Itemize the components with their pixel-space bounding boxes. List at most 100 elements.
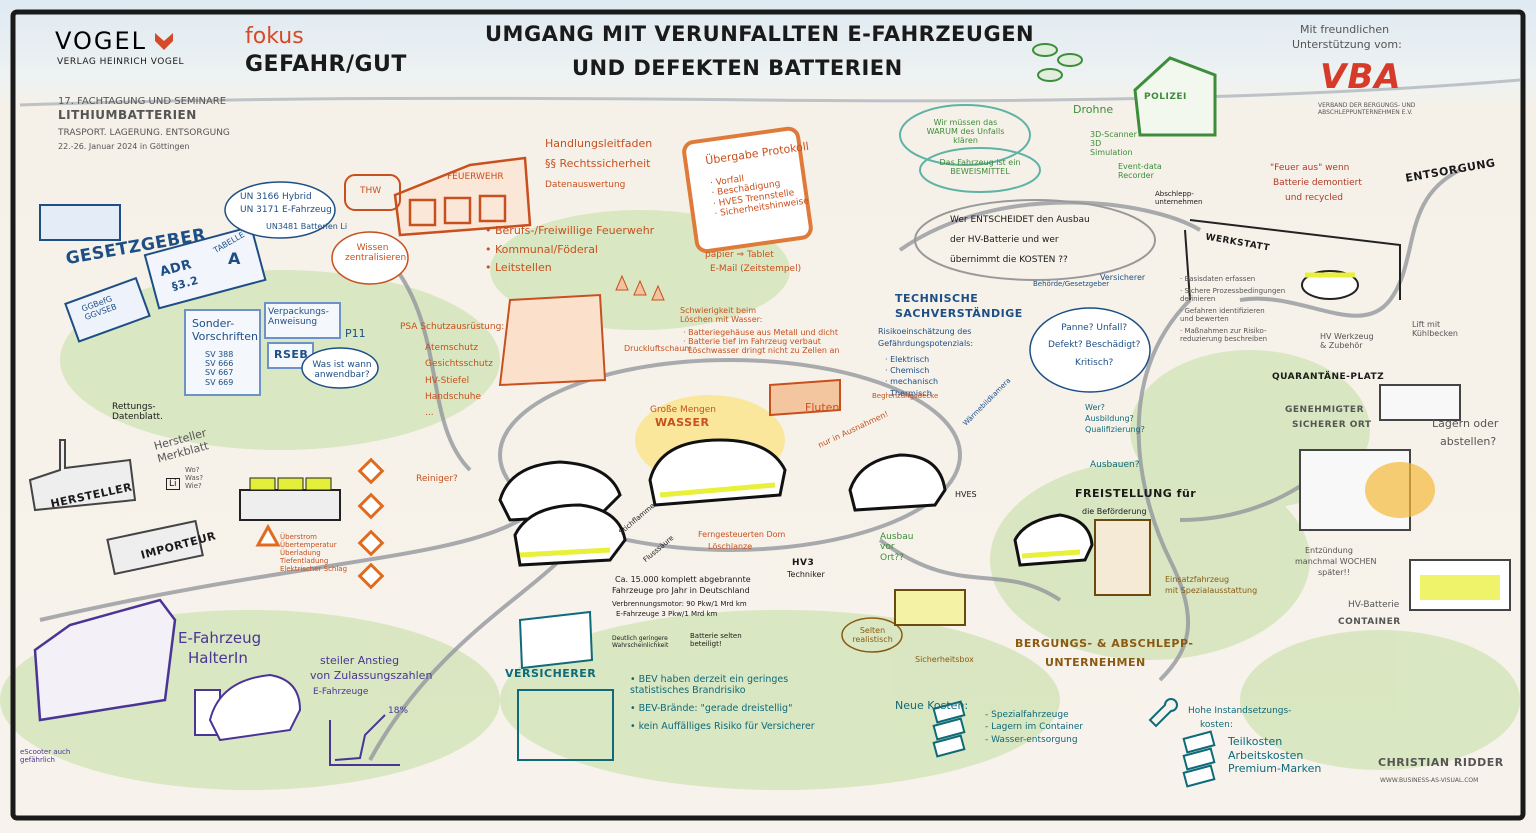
factory-icon — [28, 439, 137, 512]
flood-container-icon — [769, 378, 841, 417]
deutlich-geringer: Deutlich geringere Wahrscheinlichkeit — [612, 635, 669, 649]
police-station-icon — [1133, 56, 1217, 137]
halter-title-1: E-Fahrzeug — [178, 629, 262, 647]
ev-car-icon — [208, 673, 302, 742]
anstieg-line2: von Zulassungszahlen — [310, 669, 433, 682]
page-title-line1: UMGANG MIT VERUNFALLTEN E-FAHRZEUGEN — [485, 22, 1035, 46]
fire-truck-icon — [498, 293, 607, 387]
feuer-aus-line3: und recycled — [1285, 193, 1343, 203]
feuer-aus-line2: Batterie demontiert — [1273, 178, 1362, 188]
reiniger-question: Reiniger? — [416, 474, 458, 484]
sicherer-ort-1: GENEHMIGTER — [1285, 405, 1364, 415]
law-book-icon — [64, 276, 151, 343]
artist-credit: CHRISTIAN RIDDER — [1378, 756, 1504, 769]
artist-url[interactable]: WWW.BUSINESS-AS-VISUAL.COM — [1380, 777, 1479, 784]
schwierigkeit-title: Schwierigkeit beim Löschen mit Wasser: — [680, 306, 763, 325]
risiko-item: · Elektrisch — [885, 355, 930, 364]
psa-list: Atemschutz Gesichtsschutz HV-Stiefel Han… — [425, 343, 493, 419]
neue-kosten-title: Neue Kosten: — [895, 699, 969, 712]
befoerderung-label: die Beförderung — [1082, 507, 1147, 516]
risiko-item: · mechanisch — [885, 377, 939, 387]
efahrzeug-rate: E-Fahrzeuge 3 Pkw/1 Mrd km — [616, 610, 718, 618]
risiko-list: · Elektrisch · Chemisch · mechanisch · T… — [885, 355, 938, 398]
anstieg-line3: E-Fahrzeuge — [313, 687, 369, 697]
battery-pack-icon — [239, 477, 341, 521]
versicherer-item: • BEV-Brände: "gerade dreistellig" — [630, 702, 793, 714]
behoerde-label: Behörde/Gesetzgeber — [1033, 280, 1110, 288]
vba-logo: VBA — [1320, 57, 1402, 97]
workshop-icon — [1184, 219, 1401, 301]
schaden-cloud: Panne? Unfall? Defekt? Beschädigt? Kriti… — [1048, 323, 1140, 368]
loeschlanze-line2: Löschlanze — [708, 542, 753, 551]
vogel-logo: VOGEL — [55, 27, 148, 55]
beweismittel-bubble: Das Fahrzeug ist ein BEWEISMITTEL — [939, 158, 1021, 177]
growth-chart-icon — [329, 714, 400, 766]
un-cloud — [224, 181, 336, 239]
einsatz-line2: mit Spezialausstattung — [1165, 586, 1258, 595]
thought-cloud — [1029, 307, 1151, 393]
anwendbar-question: Was ist wann anwendbar? — [312, 360, 372, 381]
center-roundabout — [498, 358, 962, 552]
bergung-title-2: UNTERNEHMEN — [1045, 656, 1146, 669]
cloud-item: Kritisch? — [1075, 357, 1114, 368]
event-line2: LITHIUMBATTERIEN — [58, 108, 197, 122]
selten-bubble — [841, 617, 903, 653]
versicherer-item: • BEV haben derzeit ein geringes statist… — [630, 674, 789, 696]
psa-item: Handschuhe — [425, 392, 481, 403]
scanner-label: 3D-Scanner 3D Simulation — [1090, 130, 1137, 158]
entzuendung-line1: Entzündung — [1305, 546, 1353, 555]
feuerwehr-list: • Berufs-/Freiwillige Feuerwehr • Kommun… — [485, 224, 655, 275]
un3481: UN3481 Batterien Li — [266, 222, 348, 231]
risiko-item: · Thermisch — [885, 388, 932, 398]
quarantaene-title: QUARANTÄNE-PLATZ — [1272, 372, 1385, 382]
kosten-item: - Lagern im Container — [985, 722, 1084, 733]
anwendbar-cloud — [301, 347, 379, 389]
drone-icon — [1032, 43, 1083, 82]
polizei-label: POLIZEI — [1144, 92, 1187, 102]
warum-bubble: Wir müssen das WARUM des Unfalls klären — [926, 118, 1005, 146]
kosten-item: - Spezialfahrzeuge — [985, 710, 1069, 720]
fokus-logo: fokus — [245, 24, 304, 49]
sv-item: SV 666 — [205, 359, 234, 369]
werkstatt-list: · Basisdaten erfassen · Sichere Prozessb… — [1180, 275, 1290, 343]
qualifizierung-item: Ausbildung? — [1085, 414, 1134, 424]
entscheidet-line3: übernimmt die KOSTEN ?? — [950, 255, 1068, 265]
datenauswertung: Datenauswertung — [545, 180, 626, 190]
loeschlanze-line1: Ferngesteuerten Dom — [698, 530, 786, 539]
entzuendung-line2: manchmal WOCHEN — [1295, 557, 1377, 566]
fire-glow-quarantine — [1365, 462, 1435, 518]
recorder-label: Event-data Recorder — [1118, 162, 1162, 181]
qualifizierung-item: Wer? — [1085, 403, 1105, 412]
traffic-cones-icon — [615, 274, 665, 301]
entzuendung-line3: später!! — [1318, 568, 1350, 577]
importer-warehouse-icon — [106, 519, 204, 576]
kosten-item: - Wasser-entsorgung — [985, 734, 1078, 745]
psa-item: HV-Stiefel — [425, 375, 470, 386]
instand-item: Premium-Marken — [1228, 762, 1322, 776]
wrench-icon — [1148, 698, 1178, 728]
event-line3: TRASPORT. LAGERUNG. ENTSORGUNG — [58, 128, 230, 138]
statistik-line2: Fahrzeuge pro Jahr in Deutschland — [612, 586, 750, 595]
sv-list: SV 388 SV 666 SV 667 SV 669 — [205, 350, 233, 387]
cloud-item: Defekt? Beschädigt? — [1048, 340, 1141, 351]
qualifizierung-item: Qualifizierung? — [1085, 425, 1145, 435]
un3166: UN 3166 Hybrid — [240, 192, 312, 202]
hazard-item: Überstrom — [280, 533, 317, 541]
lagern-line2: abstellen? — [1440, 435, 1497, 448]
feuerwehr-list-item: • Berufs-/Freiwillige Feuerwehr — [485, 224, 655, 237]
lift-kuehlbecken: Lift mit Kühlbecken — [1412, 320, 1458, 339]
ausbau-vor-ort: Ausbau vor Ort?? — [880, 532, 914, 563]
escooter-note: eScooter auch gefährlich — [20, 748, 71, 765]
cloud-item: Panne? Unfall? — [1061, 323, 1128, 333]
page-title-line2: UND DEFEKTEN BATTERIEN — [572, 56, 903, 80]
begrenzungsdecke: Begrenzungsdecke — [872, 392, 939, 400]
tow-truck-icon — [1094, 519, 1151, 596]
question-bubble — [914, 199, 1156, 281]
entscheidet-line2: der HV-Batterie und wer — [950, 235, 1059, 245]
battery-highlight-stripes — [519, 482, 1081, 559]
p11-label: P11 — [345, 327, 366, 340]
druckluftschaum: Druckluftschaum — [624, 344, 693, 353]
instandsetzung-list: Teilkosten Arbeitskosten Premium-Marken — [1228, 735, 1322, 776]
schwierigkeit-item: · Batterie tief im Fahrzeug verbaut — [683, 337, 821, 347]
